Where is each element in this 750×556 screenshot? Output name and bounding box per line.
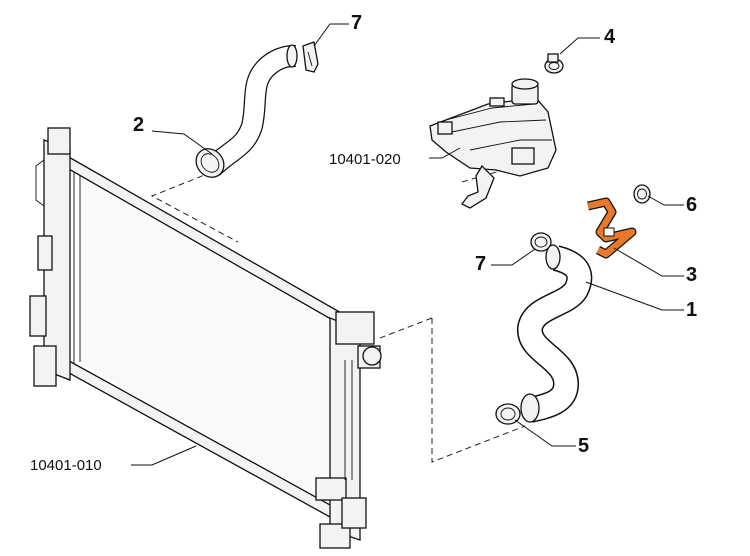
- label-clamp-bottom: 5: [578, 435, 589, 457]
- label-clip-right: 7: [475, 253, 486, 275]
- callout-labels: 2 7 4 10401-020 6 7 3 1 5 10401-010: [30, 12, 697, 474]
- label-hose-upper: 2: [133, 114, 144, 136]
- main-hose: [517, 244, 593, 423]
- label-clamp-top: 4: [604, 26, 616, 48]
- label-expansion-tank: 10401-020: [329, 151, 401, 168]
- label-clip-top: 7: [351, 12, 362, 34]
- label-radiator: 10401-010: [30, 457, 102, 474]
- upper-hose: [195, 44, 298, 178]
- leader-lines: [131, 23, 684, 466]
- label-clamp-right: 6: [686, 194, 697, 216]
- clamp-top: [544, 53, 564, 74]
- label-breather-hose: 3: [686, 264, 697, 286]
- breather-hose-highlighted: [587, 197, 637, 259]
- radiator: [29, 127, 382, 549]
- expansion-tank: [429, 78, 557, 209]
- clamp-bottom: [495, 403, 521, 425]
- label-hose-main: 1: [686, 299, 697, 321]
- clamp-right: [633, 184, 651, 204]
- clip-right: [530, 232, 552, 252]
- clip-top: [302, 41, 319, 73]
